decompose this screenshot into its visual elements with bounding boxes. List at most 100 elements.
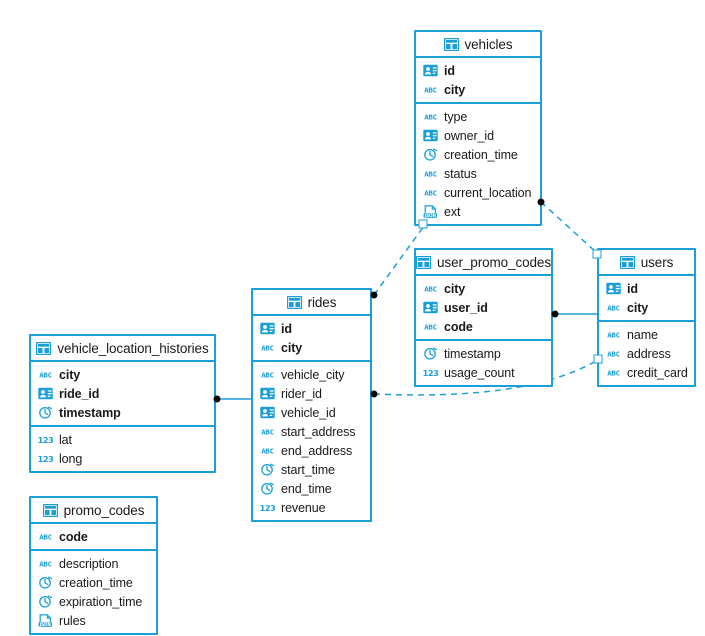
field-vehicle_location_histories-timestamp[interactable]: timestamp — [31, 403, 214, 422]
svg-text:ABC: ABC — [261, 344, 273, 353]
field-label: start_time — [281, 462, 335, 477]
entity-title: vehicle_location_histories — [57, 340, 209, 356]
abc-string-icon: ABC — [38, 557, 53, 570]
svg-text:ABC: ABC — [607, 331, 619, 340]
entity-header-promo_codes[interactable]: promo_codes — [31, 498, 156, 524]
svg-text:123: 123 — [38, 435, 53, 445]
svg-text:ABC: ABC — [261, 447, 273, 456]
svg-text:ABC: ABC — [261, 371, 273, 380]
relationship-dot-marker-vehicle-location-histories-to-rides — [213, 395, 221, 403]
entity-header-rides[interactable]: rides — [253, 290, 370, 316]
field-label: vehicle_city — [281, 367, 345, 382]
field-rides-vehicle_id[interactable]: vehicle_id — [253, 403, 370, 422]
entity-header-vehicle_location_histories[interactable]: vehicle_location_histories — [31, 336, 214, 362]
abc-string-icon: ABC — [606, 366, 621, 379]
field-label: city — [281, 340, 303, 355]
field-label: expiration_time — [59, 594, 143, 609]
table-icon — [443, 37, 459, 51]
field-vehicles-creation_time[interactable]: creation_time — [416, 145, 540, 164]
abc-string-icon: ABC — [260, 425, 275, 438]
field-label: id — [627, 281, 638, 296]
id-badge-icon — [38, 387, 53, 400]
abc-string-icon: ABC — [260, 444, 275, 457]
entity-header-users[interactable]: users — [599, 250, 694, 276]
abc-string-icon: ABC — [423, 282, 438, 295]
field-rides-start_time[interactable]: start_time — [253, 460, 370, 479]
abc-string-icon: ABC — [260, 341, 275, 354]
field-users-name[interactable]: ABC name — [599, 325, 694, 344]
field-rides-end_address[interactable]: ABC end_address — [253, 441, 370, 460]
svg-text:123: 123 — [423, 368, 438, 378]
field-rides-end_time[interactable]: end_time — [253, 479, 370, 498]
field-rides-start_address[interactable]: ABC start_address — [253, 422, 370, 441]
relationship-dot-marker-rides-to-users — [370, 390, 378, 398]
field-vehicles-owner_id[interactable]: owner_id — [416, 126, 540, 145]
field-rides-rider_id[interactable]: rider_id — [253, 384, 370, 403]
field-vehicles-id[interactable]: id — [416, 61, 540, 80]
field-user_promo_codes-user_id[interactable]: user_id — [416, 298, 551, 317]
field-label: type — [444, 109, 468, 124]
field-label: end_address — [281, 443, 353, 458]
relationship-line-users-to-vehicles[interactable] — [540, 201, 598, 254]
field-label: id — [444, 63, 455, 78]
field-rides-id[interactable]: id — [253, 319, 370, 338]
id-badge-icon — [423, 64, 438, 77]
field-promo_codes-expiration_time[interactable]: expiration_time — [31, 592, 156, 611]
svg-text:ABC: ABC — [39, 371, 51, 380]
field-rides-vehicle_city[interactable]: ABC vehicle_city — [253, 365, 370, 384]
relationship-square-marker-rides-to-users — [593, 354, 603, 364]
field-label: city — [444, 82, 466, 97]
table-icon — [42, 503, 58, 517]
field-vehicle_location_histories-ride_id[interactable]: ride_id — [31, 384, 214, 403]
entity-header-user_promo_codes[interactable]: user_promo_codes — [416, 250, 551, 276]
svg-text:ABC: ABC — [39, 533, 51, 542]
field-users-id[interactable]: id — [599, 279, 694, 298]
abc-string-icon: ABC — [606, 328, 621, 341]
svg-text:ABC: ABC — [39, 560, 51, 569]
entity-title: users — [640, 254, 674, 270]
clock-icon — [38, 406, 53, 419]
table-icon — [36, 341, 52, 355]
field-label: name — [627, 327, 658, 342]
field-label: owner_id — [444, 128, 494, 143]
field-label: code — [444, 319, 473, 334]
field-user_promo_codes-timestamp[interactable]: timestamp — [416, 344, 551, 363]
field-label: start_address — [281, 424, 356, 439]
123-number-icon: 123 — [38, 452, 53, 465]
field-label: creation_time — [59, 575, 133, 590]
svg-text:JSON: JSON — [39, 622, 52, 627]
field-rides-city[interactable]: ABC city — [253, 338, 370, 357]
field-promo_codes-creation_time[interactable]: creation_time — [31, 573, 156, 592]
svg-text:123: 123 — [260, 503, 275, 513]
entity-header-vehicles[interactable]: vehicles — [416, 32, 540, 58]
field-label: end_time — [281, 481, 332, 496]
